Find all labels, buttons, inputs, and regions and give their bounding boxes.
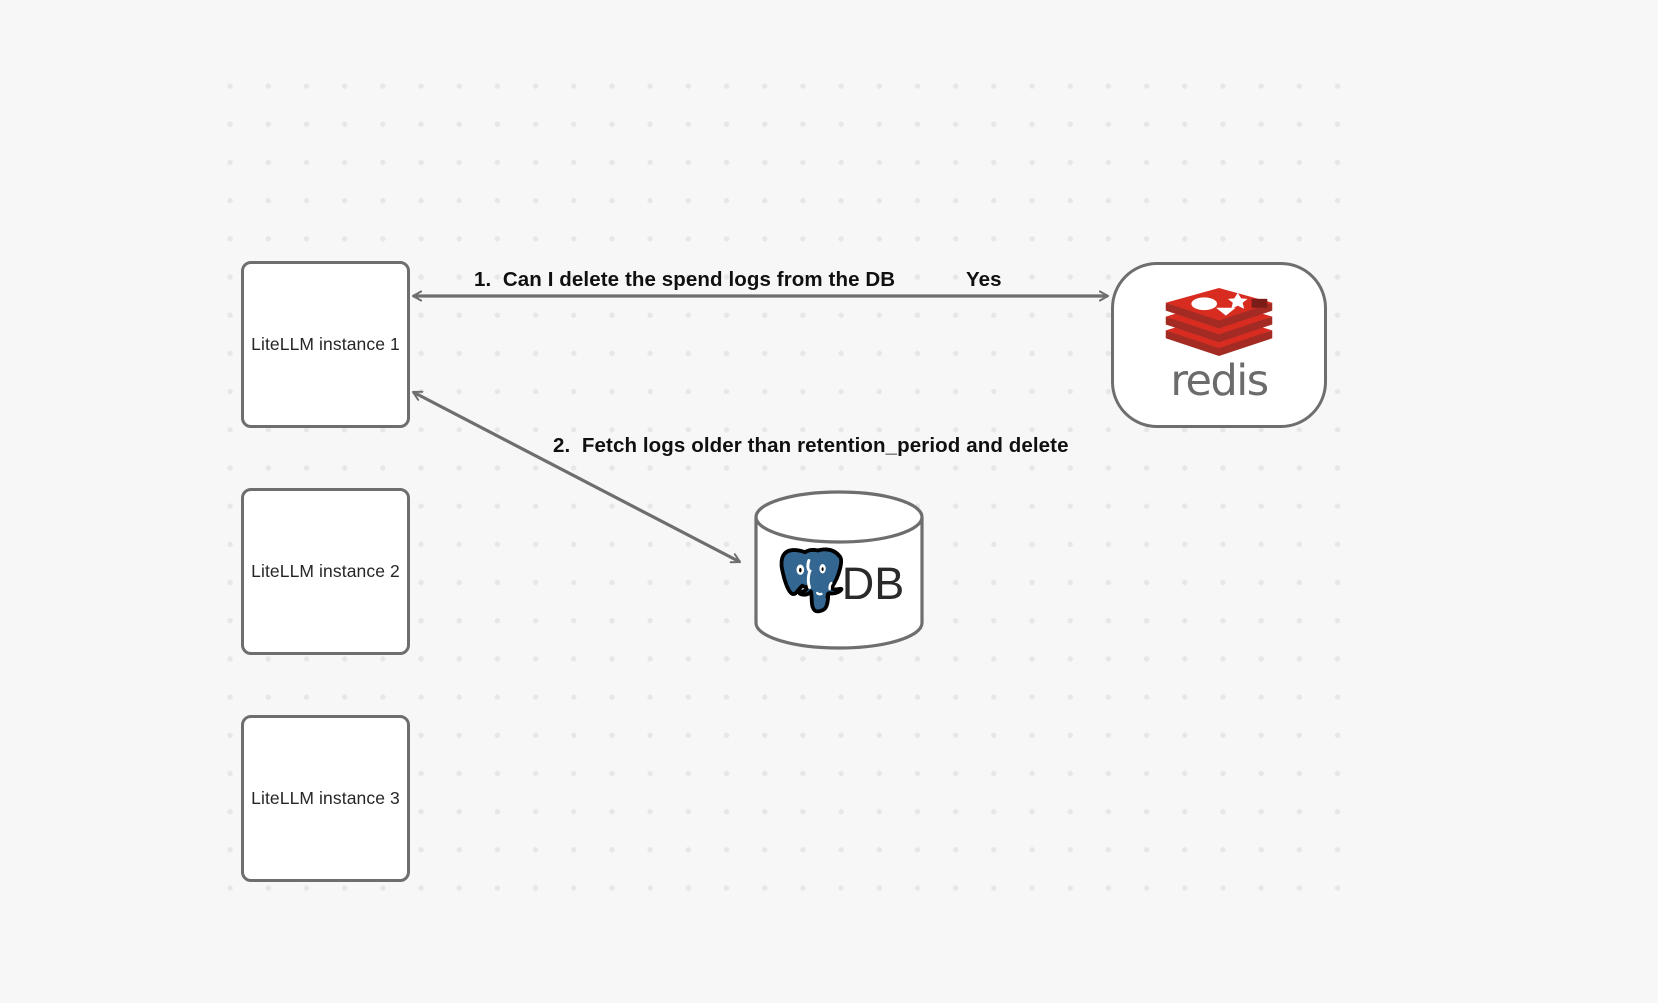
node-database[interactable]: DB <box>753 490 925 650</box>
node-litellm-instance-3[interactable]: LiteLLM instance 3 <box>241 715 410 882</box>
database-label: DB <box>841 557 905 609</box>
database-logo-group: DB <box>753 490 925 650</box>
edge-label-fetch-delete: 2. Fetch logs older than retention_perio… <box>553 434 1069 457</box>
node-litellm-instance-1-label: LiteLLM instance 1 <box>251 334 400 354</box>
redis-logo-icon <box>1165 287 1273 357</box>
edge-db-litellm1 <box>413 390 740 564</box>
edge-label-reply: Yes <box>966 268 1002 291</box>
node-litellm-instance-2[interactable]: LiteLLM instance 2 <box>241 488 410 655</box>
edge-label-request: 1. Can I delete the spend logs from the … <box>474 268 896 291</box>
redis-wordmark: redis <box>1170 356 1269 406</box>
node-redis[interactable]: redis <box>1111 262 1327 428</box>
node-litellm-instance-2-label: LiteLLM instance 2 <box>251 561 400 581</box>
node-litellm-instance-3-label: LiteLLM instance 3 <box>251 788 400 808</box>
postgresql-elephant-icon <box>779 547 844 614</box>
node-litellm-instance-1[interactable]: LiteLLM instance 1 <box>241 261 410 428</box>
redis-logo-group: redis <box>1159 287 1279 403</box>
